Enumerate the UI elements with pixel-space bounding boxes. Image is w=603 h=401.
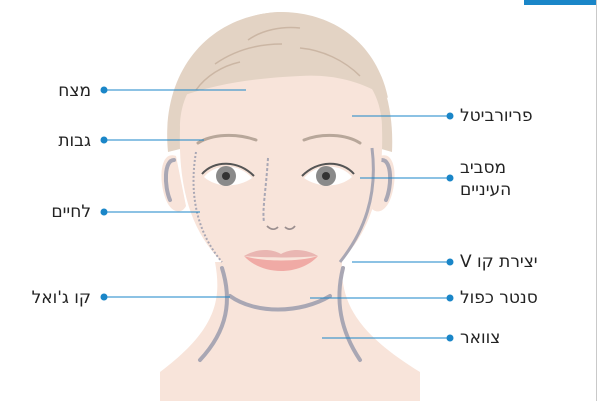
callout-dot-v-line [447, 259, 453, 265]
label-jawline: קו ג'ואל [32, 287, 91, 309]
callout-dot-neck [447, 335, 453, 341]
callout-dot-brows [101, 137, 107, 143]
label-periorbital: פריורביטל [460, 105, 533, 127]
left-pupil [222, 172, 230, 180]
callout-dot-around-eyes [447, 175, 453, 181]
label-forehead: מצח [58, 80, 91, 102]
callout-dot-jawline [101, 294, 107, 300]
callout-dot-double-chin [447, 295, 453, 301]
right-pupil [322, 172, 330, 180]
label-v-line: יצירת קו V [460, 251, 538, 273]
callout-dot-cheeks [101, 209, 107, 215]
callout-dot-periorbital [447, 113, 453, 119]
label-double-chin: סנטר כפול [460, 287, 538, 309]
label-around-eyes-line2: העיניים [460, 179, 511, 201]
label-brows: גבות [58, 130, 91, 152]
label-cheeks: לחיים [51, 201, 91, 223]
label-around-eyes-line1: מסביב [460, 157, 506, 179]
callout-dot-forehead [101, 87, 107, 93]
label-neck: צוואר [460, 327, 500, 349]
